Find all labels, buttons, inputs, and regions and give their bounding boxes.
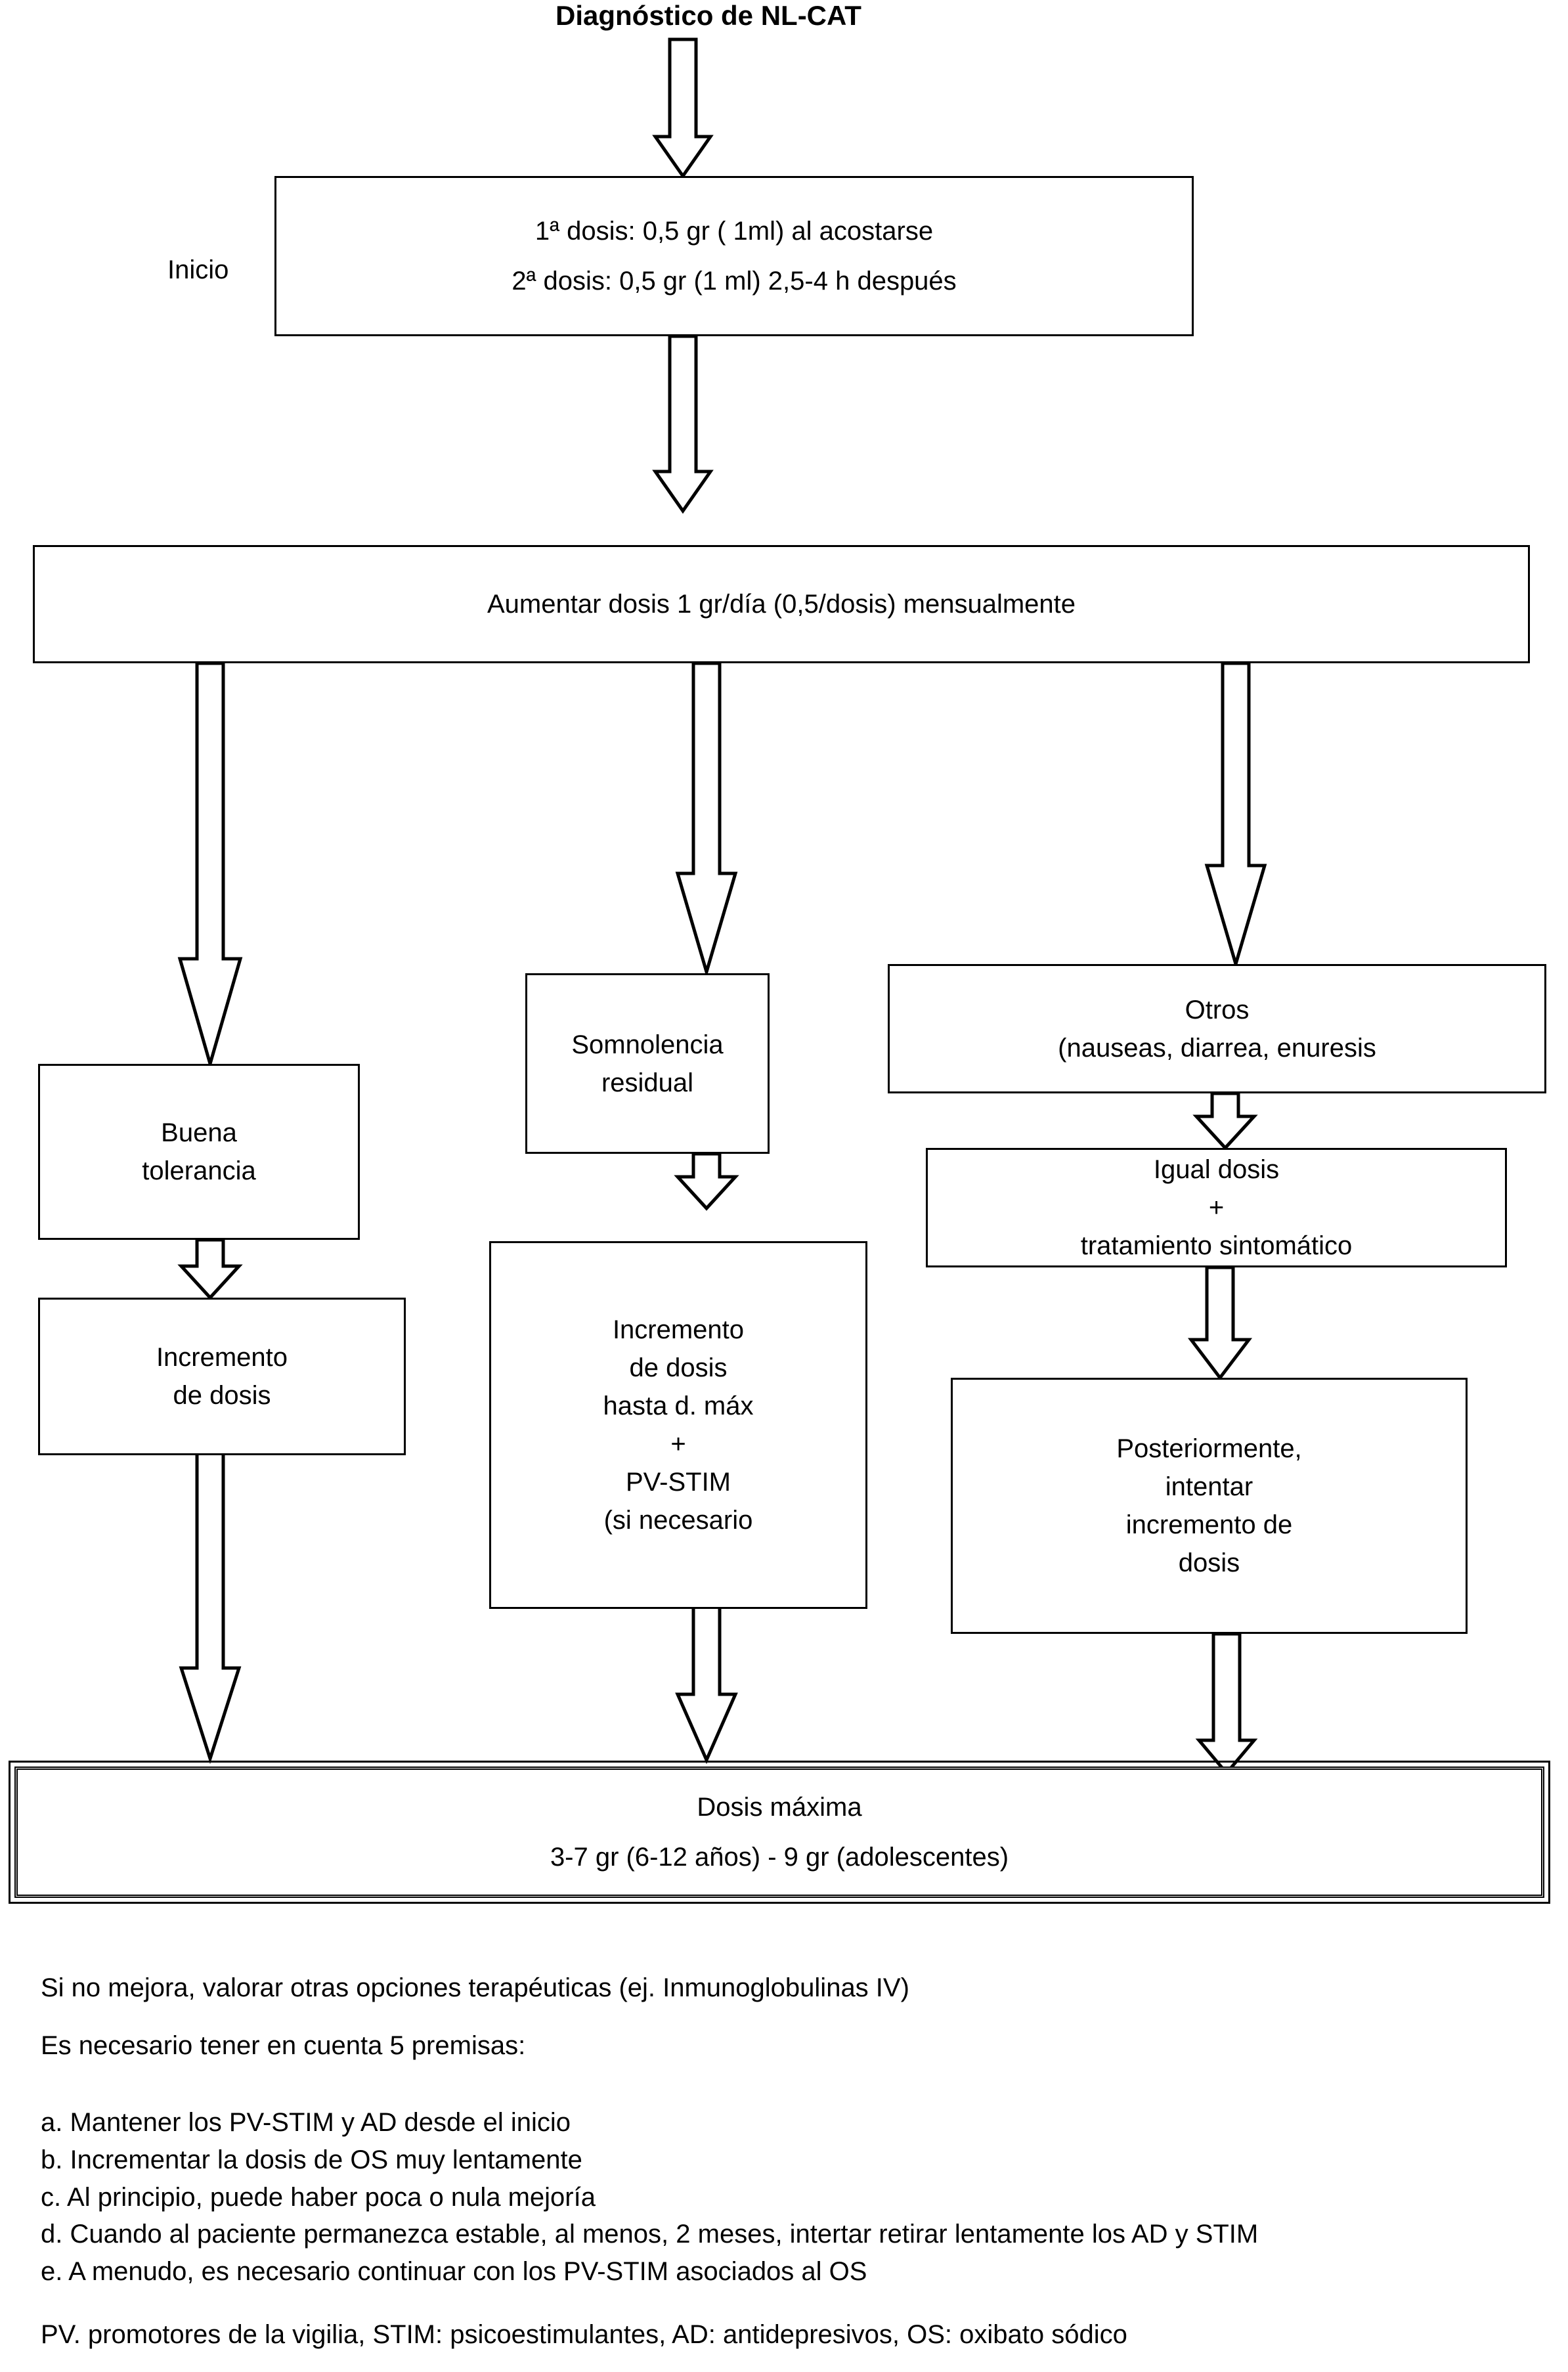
posteriormente-line-2: intentar [1165,1472,1253,1501]
dosis-maxima-box: Dosis máxima 3-7 gr (6-12 años) - 9 gr (… [9,1761,1550,1904]
note-premises-header: Es necesario tener en cuenta 5 premisas: [41,2031,526,2060]
otros-efectos-box: Otros (nauseas, diarrea, enuresis [888,964,1546,1093]
dosis-maxima-line-1: Dosis máxima [697,1793,862,1822]
arrow-aumentar-to-buena [177,661,243,1070]
buena-tolerancia-box: Buena tolerancia [38,1064,360,1240]
arrow-aumentar-to-otros [1204,661,1267,970]
aumentar-dosis-box: Aumentar dosis 1 gr/día (0,5/dosis) mens… [33,545,1530,663]
arrow-title-to-inicio [652,37,714,179]
incremento-max-line-1: Incremento [612,1315,745,1344]
incremento-max-line-3: hasta d. máx [603,1392,754,1420]
inicio-dose-line-2: 2ª dosis: 0,5 gr (1 ml) 2,5-4 h después [512,267,957,296]
otros-line-2: (nauseas, diarrea, enuresis [1058,1033,1376,1063]
incremento-dosis-line-1: Incremento [156,1343,288,1372]
incremento-max-line-5: PV-STIM [625,1468,731,1497]
abbreviation-legend: PV. promotores de la vigilia, STIM: psic… [41,2320,1127,2349]
premise-item-c: c. Al principio, puede haber poca o nula… [41,2182,596,2212]
somnolencia-line-2: residual [601,1068,694,1097]
arrow-buena-to-incremento [177,1238,243,1300]
somnolencia-residual-box: Somnolencia residual [525,973,770,1154]
igual-dosis-line-1: Igual dosis [1153,1155,1280,1184]
aumentar-dosis-text: Aumentar dosis 1 gr/día (0,5/dosis) mens… [487,590,1076,619]
premise-item-d: d. Cuando al paciente permanezca estable… [41,2220,1259,2249]
somnolencia-line-1: Somnolencia [571,1030,724,1059]
premise-item-b: b. Incrementar la dosis de OS muy lentam… [41,2145,582,2174]
posteriormente-line-1: Posteriormente, [1116,1434,1302,1463]
arrow-incremento-to-dosis-maxima [179,1433,242,1765]
posteriormente-incremento-box: Posteriormente, intentar incremento de d… [951,1378,1468,1634]
premise-item-e: e. A menudo, es necesario continuar con … [41,2257,867,2287]
inicio-dosage-box: 1ª dosis: 0,5 gr ( 1ml) al acostarse 2ª … [274,176,1194,336]
igual-dosis-line-3: tratamiento sintomático [1080,1231,1353,1260]
incremento-max-line-2: de dosis [629,1353,728,1382]
inicio-label: Inicio [167,255,229,284]
incremento-max-line-4: + [670,1430,686,1459]
arrow-inicio-to-aumentar [652,334,714,514]
incremento-max-line-6: (si necesario [603,1506,753,1535]
note-alternative-therapies: Si no mejora, valorar otras opciones ter… [41,1973,909,2002]
inicio-dose-line-1: 1ª dosis: 0,5 gr ( 1ml) al acostarse [534,217,934,246]
arrow-igual-to-posteriormente [1187,1265,1253,1381]
buena-tolerancia-line-1: Buena [161,1118,237,1147]
igual-dosis-box: Igual dosis + tratamiento sintomático [926,1148,1507,1267]
incremento-hasta-dosis-maxima-box: Incremento de dosis hasta d. máx + PV-ST… [489,1241,867,1609]
posteriormente-line-4: dosis [1178,1548,1240,1577]
otros-line-1: Otros [1185,995,1250,1024]
arrow-aumentar-to-somnolencia [675,661,738,978]
arrow-otros-to-igual [1192,1091,1258,1151]
arrow-posteriormente-to-dosis-maxima [1195,1632,1258,1776]
premises-list: a. Mantener los PV-STIM y AD desde el in… [41,2104,1258,2291]
page-title: Diagnóstico de NL-CAT [555,0,861,31]
arrow-somnolencia-to-incremento-max [674,1152,739,1211]
incremento-de-dosis-box: Incremento de dosis [38,1298,406,1455]
incremento-dosis-line-2: de dosis [173,1381,271,1410]
dosis-maxima-line-2: 3-7 gr (6-12 años) - 9 gr (adolescentes) [550,1843,1009,1872]
igual-dosis-line-2: + [1208,1193,1225,1222]
premise-item-a: a. Mantener los PV-STIM y AD desde el in… [41,2108,571,2137]
posteriormente-line-3: incremento de [1125,1510,1293,1539]
buena-tolerancia-line-2: tolerancia [142,1156,256,1185]
